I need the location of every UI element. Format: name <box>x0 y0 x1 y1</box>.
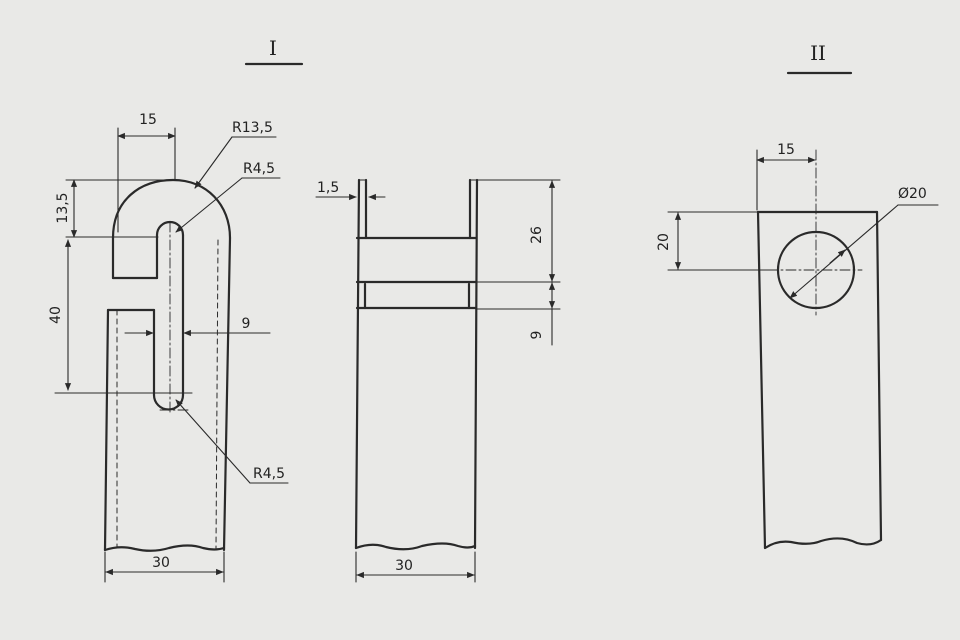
view-2: II 15 Ø20 20 <box>656 41 939 550</box>
dim-side-bottom-width: 30 <box>355 551 476 583</box>
view-side-part-outline <box>354 178 479 551</box>
view-1-part-outline <box>103 178 232 552</box>
dim-hole-diameter-label: Ø20 <box>898 186 927 202</box>
view-side: 1,5 26 9 30 <box>315 178 561 583</box>
dim-hole-height: 20 <box>656 211 771 271</box>
dim-bottom-width: 30 <box>104 551 225 583</box>
dim-gap-height-label: 26 <box>529 226 545 244</box>
view-2-part-outline <box>756 149 883 550</box>
dim-slot-length: 40 <box>48 239 193 394</box>
dim-top-width-label: 15 <box>139 112 157 128</box>
dim-top-offset-label: 15 <box>777 142 795 158</box>
dim-inner-radius: R4,5 <box>175 161 281 233</box>
dim-tab-height-label: 9 <box>529 331 545 340</box>
dim-bottom-radius: R4,5 <box>175 399 289 484</box>
dim-top-width: 15 <box>117 112 176 233</box>
dim-bottom-width-label: 30 <box>152 555 170 571</box>
dim-slot-width: 9 <box>124 316 271 337</box>
view-2-title: II <box>810 41 826 65</box>
dim-top-offset: 15 <box>756 142 816 211</box>
dim-top-height: 13,5 <box>55 179 176 238</box>
view-1: I 15 <box>48 36 304 583</box>
dim-slot-width-label: 9 <box>242 316 251 332</box>
dim-inner-radius-label: R4,5 <box>243 161 275 177</box>
view-1-hidden-lines <box>116 221 219 549</box>
dim-outer-radius-label: R13,5 <box>232 120 273 136</box>
dim-top-height-label: 13,5 <box>55 192 71 223</box>
dim-bottom-radius-label: R4,5 <box>253 466 285 482</box>
dim-thickness-label: 1,5 <box>317 180 339 196</box>
dim-side-bottom-width-label: 30 <box>395 558 413 574</box>
dim-thickness: 1,5 <box>315 180 386 201</box>
dim-slot-length-label: 40 <box>48 306 64 324</box>
view-1-title: I <box>269 36 277 60</box>
dim-hole-diameter: Ø20 <box>789 186 939 299</box>
dim-gap-height: 26 <box>476 179 561 283</box>
dim-outer-radius: R13,5 <box>194 120 277 189</box>
dim-hole-height-label: 20 <box>656 233 672 251</box>
dim-tab-height: 9 <box>476 282 561 346</box>
